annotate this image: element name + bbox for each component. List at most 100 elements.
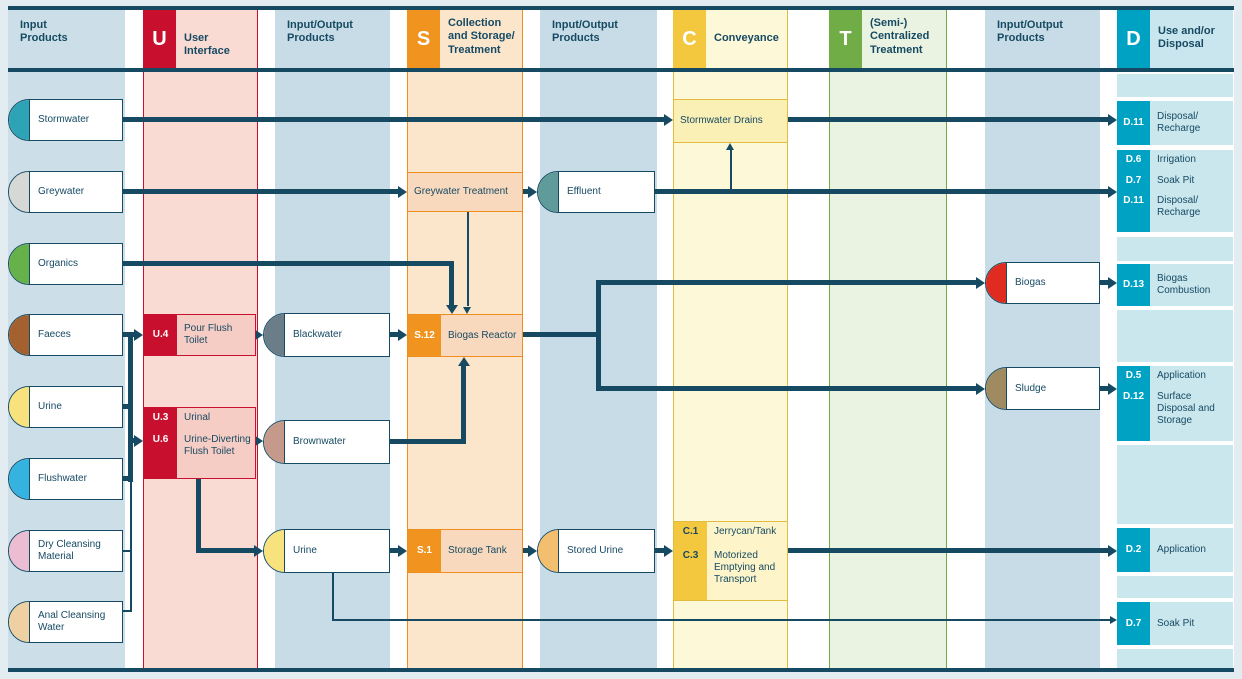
flow-stormwater-to-drains	[123, 117, 666, 122]
node-biogas[interactable]: Biogas	[985, 262, 1100, 304]
node-blackwater[interactable]: Blackwater	[263, 313, 390, 357]
node-d5-d12-group[interactable]: D.5 Application D.12 Surface Disposal an…	[1117, 366, 1233, 441]
product-color-cap	[538, 530, 559, 572]
node-c1-c3-conveyance[interactable]: C.1 Jerrycan/Tank C.3 Motorized Emptying…	[673, 521, 788, 601]
node-urine-input[interactable]: Urine	[8, 386, 123, 428]
node-code: D.6	[1117, 150, 1150, 171]
flow-organics-vertical	[449, 261, 454, 306]
node-sludge[interactable]: Sludge	[985, 367, 1100, 410]
product-color-cap	[9, 100, 30, 140]
arrowhead	[134, 435, 143, 447]
arrowhead	[398, 186, 407, 198]
bottom-rule	[8, 668, 1234, 672]
node-code: D.11	[1117, 101, 1150, 145]
arrowhead	[1108, 277, 1117, 289]
node-label-wrap: Application	[1150, 366, 1233, 387]
flow-organics-horizontal	[123, 261, 454, 266]
header-io-products-1: Input/Output Products	[275, 10, 390, 68]
node-s12-biogas-reactor[interactable]: S.12 Biogas Reactor	[407, 314, 523, 357]
product-color-cap	[9, 602, 30, 642]
node-label: Soak Pit	[1157, 617, 1195, 629]
node-d6-d7-d11-group[interactable]: D.6 Irrigation D.7 Soak Pit D.11 Disposa…	[1117, 150, 1233, 232]
header-label: (Semi-) Centralized Treatment	[870, 17, 930, 56]
badge-C: C	[673, 10, 706, 68]
flow-treatment-to-biogas-reactor	[467, 212, 469, 306]
node-stored-urine[interactable]: Stored Urine	[537, 529, 655, 573]
node-effluent[interactable]: Effluent	[537, 171, 655, 213]
node-d2-application[interactable]: D.2 Application	[1117, 528, 1233, 572]
node-label-wrap: Motorized Emptying and Transport	[707, 546, 787, 600]
node-d7-soak-pit[interactable]: D.7 Soak Pit	[1117, 602, 1233, 645]
flow-u36-to-urine	[196, 548, 255, 553]
node-label-wrap: Irrigation	[1150, 150, 1233, 171]
node-label: Greywater	[38, 186, 85, 197]
node-brownwater[interactable]: Brownwater	[263, 420, 390, 464]
node-label: Application	[1157, 370, 1206, 381]
node-urine-io[interactable]: Urine	[263, 529, 390, 573]
node-label: Motorized Emptying and Transport	[714, 550, 776, 585]
flow-flushwater-stub	[123, 476, 133, 481]
arrowhead	[463, 307, 471, 314]
node-label: Organics	[38, 258, 79, 269]
node-label: Application	[1157, 544, 1206, 555]
flow-s1-to-stored-urine	[523, 548, 530, 553]
disposal-spacer	[1117, 237, 1233, 261]
node-stormwater[interactable]: Stormwater	[8, 99, 123, 141]
product-color-cap	[264, 421, 285, 463]
flow-biogas-to-d13	[1100, 280, 1109, 285]
node-label-wrap: Greywater Treatment	[408, 173, 522, 211]
arrowhead	[726, 143, 734, 150]
badge-D: D	[1117, 10, 1150, 68]
node-label: Dry Cleansing Material	[38, 539, 101, 562]
arrowhead	[528, 186, 537, 198]
node-stormwater-drains[interactable]: Stormwater Drains	[673, 99, 788, 143]
node-u3-u6-urinal-udft[interactable]: U.3 Urinal U.6 Urine-Diverting Flush Toi…	[143, 407, 256, 479]
flow-dry-cleansing-stub	[123, 550, 131, 552]
node-anal-cleansing-water[interactable]: Anal Cleansing Water	[8, 601, 123, 643]
node-flushwater[interactable]: Flushwater	[8, 458, 123, 500]
badge-U: U	[143, 10, 176, 68]
arrowhead	[528, 545, 537, 557]
flow-u36-down	[196, 478, 201, 553]
node-s1-storage-tank[interactable]: S.1 Storage Tank	[407, 529, 523, 573]
node-code: U.3	[144, 408, 177, 430]
header-user-interface: U User Interface	[143, 10, 258, 68]
node-u4-pour-flush-toilet[interactable]: U.4 Pour Flush Toilet	[143, 314, 256, 356]
disposal-spacer	[1117, 445, 1233, 524]
node-d13-biogas-combustion[interactable]: D.13 Biogas Combustion	[1117, 264, 1233, 306]
flow-effluent-branch-to-drains	[730, 150, 732, 192]
node-label-wrap: Pour Flush Toilet	[177, 315, 255, 355]
flow-urine-soakpit-vertical	[332, 573, 334, 621]
arrowhead	[458, 357, 470, 366]
arrowhead	[1108, 545, 1117, 557]
node-greywater[interactable]: Greywater	[8, 171, 123, 213]
node-label: Blackwater	[293, 329, 342, 340]
node-label: Biogas Combustion	[1157, 273, 1211, 296]
node-organics[interactable]: Organics	[8, 243, 123, 285]
node-dry-cleansing-material[interactable]: Dry Cleansing Material	[8, 530, 123, 572]
node-label-wrap: Soak Pit	[1150, 171, 1233, 191]
arrowhead	[1108, 114, 1117, 126]
header-label: Input/Output Products	[552, 19, 618, 45]
node-label: Brownwater	[293, 436, 346, 447]
node-greywater-treatment[interactable]: Greywater Treatment	[407, 172, 523, 212]
flow-urine-to-s1	[390, 548, 399, 553]
node-faeces[interactable]: Faeces	[8, 314, 123, 356]
flow-urine-to-d7	[332, 619, 1111, 621]
node-label: Stormwater	[38, 114, 90, 125]
product-color-cap	[9, 387, 30, 427]
arrowhead	[664, 545, 673, 557]
node-label: Stormwater Drains	[680, 115, 763, 126]
node-label: Urine	[293, 545, 317, 556]
disposal-spacer	[1117, 74, 1233, 97]
header-conveyance: C Conveyance	[673, 10, 788, 68]
flow-urine-stub	[123, 404, 133, 409]
node-label: Disposal/ Recharge	[1157, 195, 1201, 218]
node-label-wrap: Jerrycan/Tank	[707, 522, 787, 546]
cleansing-bracket-line	[130, 479, 132, 612]
disposal-spacer	[1117, 649, 1233, 668]
node-d11-disposal-recharge[interactable]: D.11 Disposal/ Recharge	[1117, 101, 1233, 145]
header-rule	[8, 68, 1234, 72]
product-color-cap	[264, 530, 285, 572]
